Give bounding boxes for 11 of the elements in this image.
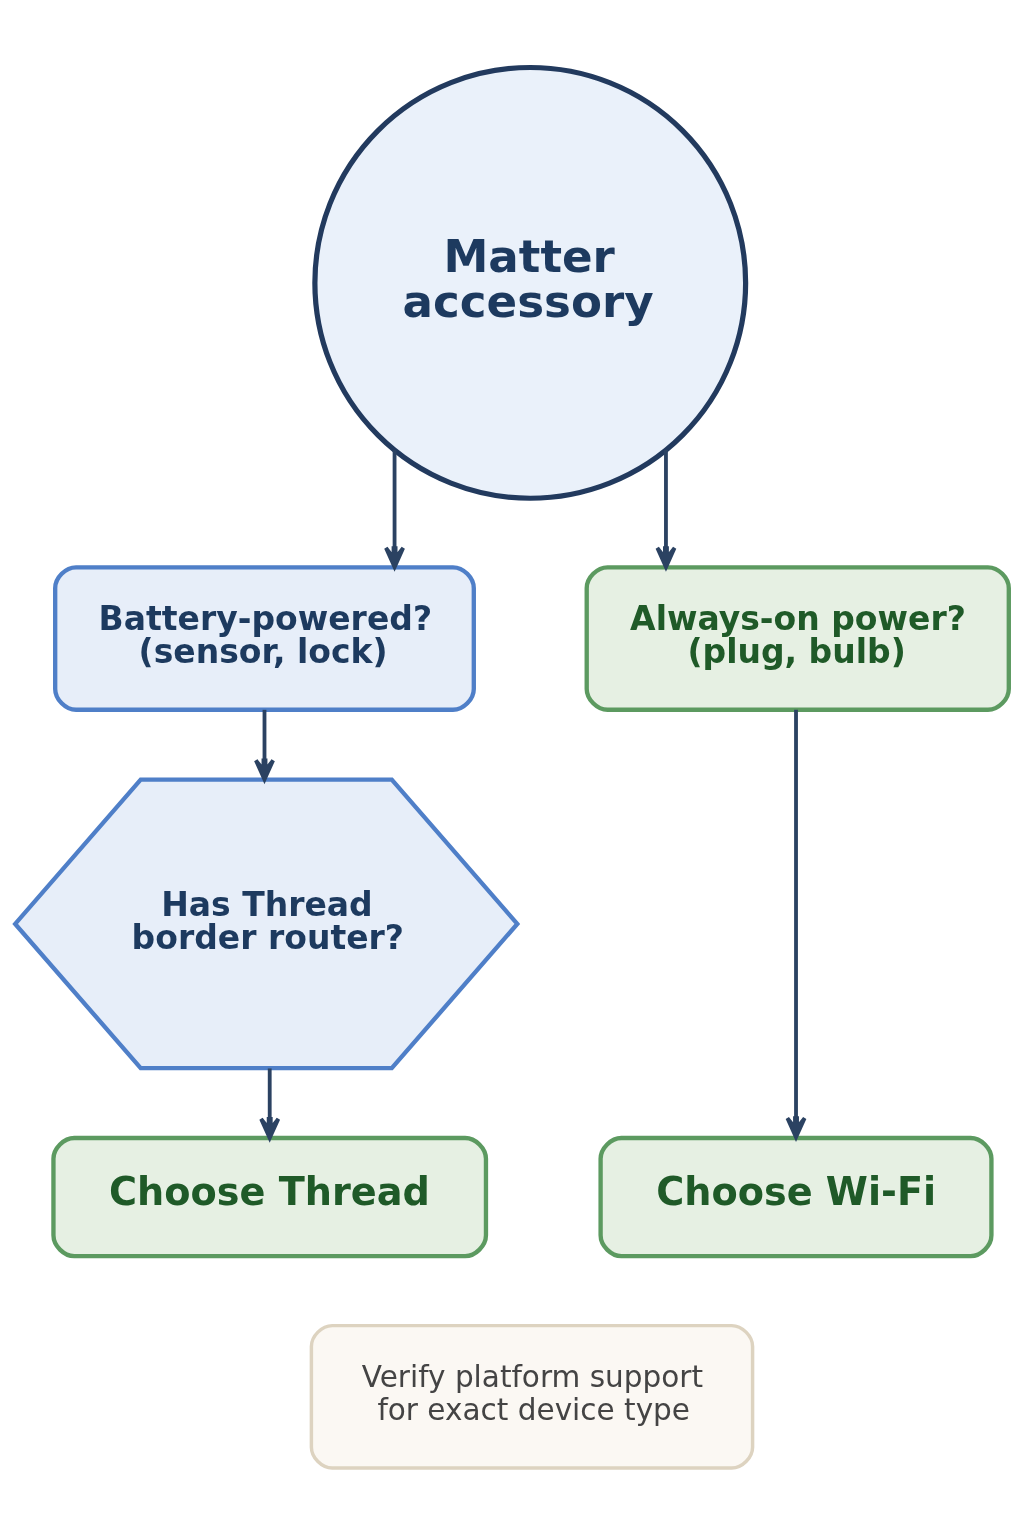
arrow	[259, 1068, 281, 1140]
node-box: Choose Wi-Fi	[598, 1135, 994, 1259]
arrow	[384, 449, 406, 570]
node-box: Choose Thread	[51, 1135, 489, 1259]
arrow	[254, 709, 275, 782]
node-circle: Matter accessory	[312, 64, 749, 501]
arrow	[785, 709, 807, 1140]
node-box: Verify platform support for exact device type	[309, 1323, 755, 1470]
arrow	[655, 449, 677, 570]
node-box: Always-on power? (plug, bulb)	[584, 565, 1011, 712]
node-box: Battery-powered? (sensor, lock)	[53, 565, 476, 712]
